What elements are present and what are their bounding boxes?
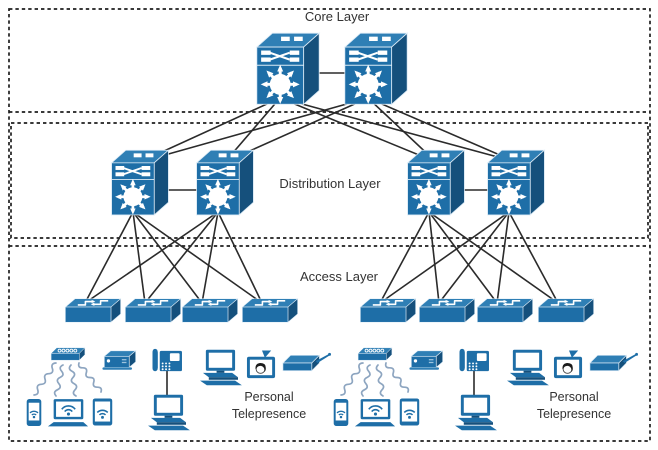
wired-link xyxy=(84,211,219,304)
wired-link xyxy=(144,211,219,304)
wireless-link xyxy=(360,364,371,397)
desktop-pc-right xyxy=(455,394,497,431)
wired-link xyxy=(139,97,369,163)
diagram-border xyxy=(8,8,651,442)
access-point-left xyxy=(50,347,86,361)
wired-link xyxy=(279,97,437,163)
wireless-link xyxy=(77,362,103,393)
telepresence-screen-left xyxy=(246,350,276,379)
wired-link xyxy=(496,211,510,304)
access-layer-label: Access Layer xyxy=(300,269,379,284)
node-layer xyxy=(26,33,638,431)
access-switch-2 xyxy=(125,299,180,322)
ip-phone-right xyxy=(459,348,489,372)
wireless-link xyxy=(68,364,78,397)
distribution-zone-band xyxy=(10,122,649,239)
distribution-switch-2 xyxy=(197,150,254,215)
wired-link xyxy=(508,211,559,304)
wireless-laptop-left xyxy=(47,398,89,428)
smartphone-left xyxy=(26,398,42,427)
distribution-switch-1 xyxy=(112,150,169,215)
wired-link xyxy=(201,211,219,304)
wired-link xyxy=(438,211,510,304)
wired-link xyxy=(217,211,263,304)
media-appliance-right xyxy=(408,350,444,371)
access-switch-1 xyxy=(65,299,120,322)
distribution-switch-4 xyxy=(488,150,545,215)
access-switch-6 xyxy=(419,299,474,322)
wireless-link xyxy=(53,364,64,397)
wired-link xyxy=(132,211,146,304)
telepresence-codec-right xyxy=(589,352,638,372)
access-switch-7 xyxy=(477,299,532,322)
wireless-link xyxy=(384,362,410,393)
wired-link xyxy=(367,97,517,163)
wired-link xyxy=(379,211,430,304)
ip-phone-left xyxy=(152,348,182,372)
wireless-tablet-right xyxy=(399,397,420,427)
wireless-link xyxy=(340,362,364,396)
telepresence-codec-left xyxy=(282,352,331,372)
access-switch-5 xyxy=(360,299,415,322)
telepresence-pc-right xyxy=(507,349,549,386)
core-switch-1 xyxy=(257,33,319,104)
wireless-link xyxy=(33,362,57,396)
wired-link xyxy=(428,211,559,304)
wired-link xyxy=(279,97,517,163)
wireless-laptop-right xyxy=(354,398,396,428)
wired-link xyxy=(428,211,440,304)
access-switch-8 xyxy=(538,299,593,322)
access-switch-3 xyxy=(182,299,237,322)
wired-link xyxy=(428,211,498,304)
wireless-tablet-left xyxy=(92,397,113,427)
distribution-layer-label: Distribution Layer xyxy=(279,176,381,191)
smartphone-right xyxy=(333,398,349,427)
wired-link xyxy=(379,211,510,304)
desktop-pc-left xyxy=(148,394,190,431)
wired-link xyxy=(132,211,203,304)
zone-layer xyxy=(8,8,651,442)
wired-link xyxy=(132,211,263,304)
access-switch-4 xyxy=(242,299,297,322)
telepresence-pc-left xyxy=(200,349,242,386)
telepresence-screen-right xyxy=(553,350,583,379)
access-point-right xyxy=(357,347,393,361)
core-switch-2 xyxy=(345,33,407,104)
media-appliance-left xyxy=(101,350,137,371)
distribution-switch-3 xyxy=(408,150,465,215)
core-layer-label: Core Layer xyxy=(305,9,370,24)
wireless-link xyxy=(375,364,385,397)
wired-link xyxy=(84,211,134,304)
